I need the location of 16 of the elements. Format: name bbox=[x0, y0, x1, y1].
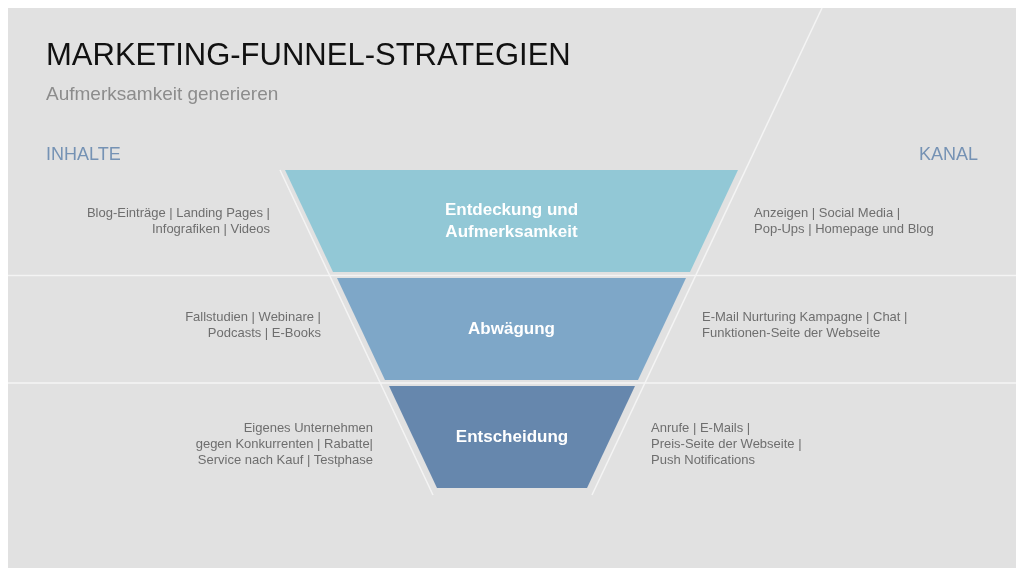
channel-text: Anzeigen | Social Media | Pop-Ups | Homepage und Blog bbox=[754, 205, 934, 237]
channel-text: Anrufe | E-Mails | Preis-Seite der Webseite | Push Notifications bbox=[651, 420, 802, 468]
channel-text: E-Mail Nurturing Kampagne | Chat | Funktionen-Seite der Webseite bbox=[702, 309, 908, 341]
column-heading: KANAL bbox=[918, 143, 978, 165]
funnel-stage bbox=[285, 170, 738, 272]
funnel-stage bbox=[389, 386, 635, 488]
content-text: Fallstudien | Webinare | Podcasts | E-Books bbox=[185, 309, 321, 341]
content-text: Eigenes Unternehmen gegen Konkurrenten | Rabatte| Service nach Kauf | Testphase bbox=[195, 420, 373, 468]
column-heading: INHALTE bbox=[46, 143, 121, 165]
content-text: Blog-Einträge | Landing Pages | Infografiken | Videos bbox=[86, 205, 270, 237]
title: MARKETING-FUNNEL-STRATEGIEN bbox=[46, 36, 571, 74]
funnel-stage bbox=[337, 278, 686, 380]
stage-label: Entdeckung und Aufmerksamkeit bbox=[443, 199, 580, 243]
stage-label: Abwägung bbox=[467, 318, 556, 340]
stage-label: Entscheidung bbox=[454, 426, 570, 448]
subtitle: Aufmerksamkeit generieren bbox=[46, 82, 279, 106]
